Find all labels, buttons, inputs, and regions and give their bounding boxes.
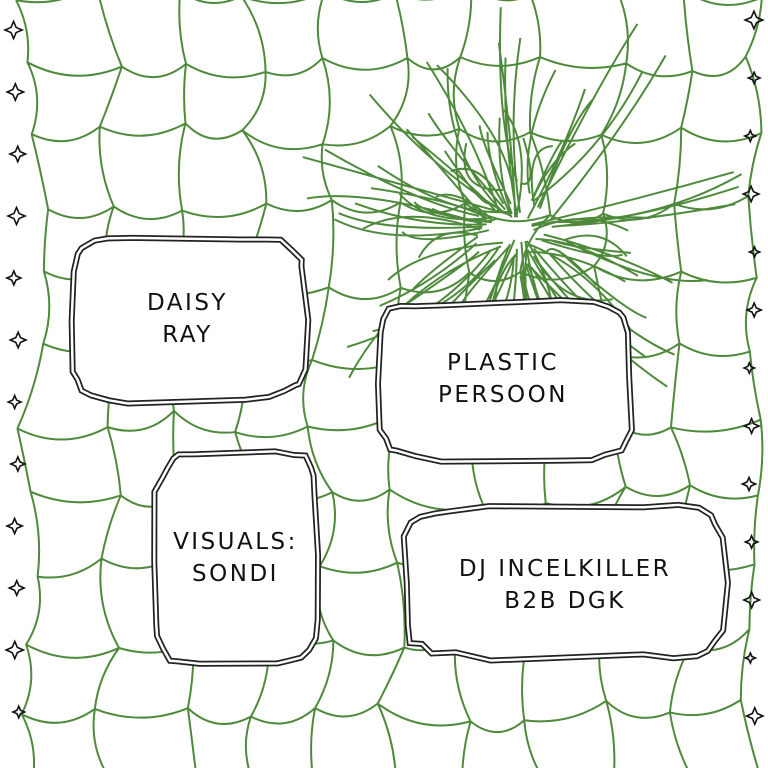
sparkle-star-icon — [741, 590, 762, 610]
act-dj-incelkiller: DJ INCELKILLER B2B DGK — [458, 556, 672, 614]
sparkle-star-icon — [743, 533, 760, 551]
sparkle-star-icon — [4, 516, 25, 536]
sparkle-star-icon — [4, 639, 26, 661]
sparkle-star-icon — [743, 650, 758, 666]
sparkle-star-icon — [7, 144, 28, 164]
sparkle-star-icon — [740, 475, 758, 493]
act-daisy-ray: DAISY RAY — [147, 290, 228, 348]
sparkle-star-icon — [742, 128, 758, 144]
sparkle-star-icon — [746, 70, 762, 86]
sparkle-star-icon — [5, 81, 26, 103]
sparkle-star-icon — [744, 705, 766, 727]
sparkle-star-icon — [747, 244, 762, 260]
sparkle-star-icon — [7, 578, 27, 598]
sparkle-star-icon — [742, 416, 761, 436]
sparkle-star-icon — [4, 268, 23, 288]
sparkle-star-icon — [8, 330, 29, 350]
act-plastic-persoon: PLASTIC PERSOON — [438, 350, 568, 408]
sparkle-star-icon — [8, 454, 27, 474]
sparkle-star-icon — [745, 300, 764, 320]
sparkle-star-icon — [10, 704, 27, 720]
sparkle-star-icon — [742, 360, 757, 376]
sparkle-star-icon — [6, 393, 24, 411]
sparkle-star-icon — [741, 184, 761, 204]
sparkle-star-icon — [5, 205, 28, 227]
act-visuals-sondi: VISUALS: SONDI — [173, 528, 298, 587]
sparkle-star-icon — [743, 9, 765, 31]
sparkle-star-icon — [2, 19, 25, 41]
